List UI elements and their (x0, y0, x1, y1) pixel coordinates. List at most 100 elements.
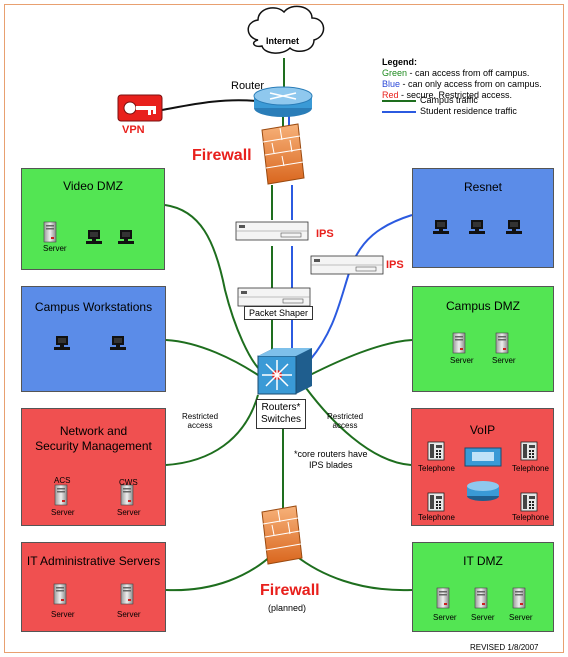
zone-network-security-management: Network and Security Management (21, 408, 166, 526)
restricted-left-line1: Restricted (182, 412, 219, 421)
routers-switches-label: Routers* Switches (256, 399, 307, 429)
legend-title: Legend: (382, 57, 417, 67)
zone-title: Campus Workstations (34, 300, 153, 314)
workstation-icon (54, 336, 70, 350)
workstation-icon (433, 220, 449, 234)
zone-it-dmz: IT DMZ (412, 542, 554, 632)
legend-red-word: Red (382, 90, 399, 100)
zone-it-admin-servers: IT Administrative Servers (21, 542, 166, 632)
telephone-label: Telephone (512, 464, 549, 473)
telephone-icon (427, 492, 445, 512)
workstation-icon (469, 220, 485, 234)
restricted-left-line2: access (187, 421, 213, 430)
firewall-top-label: Firewall (192, 147, 252, 164)
zone-campus-workstations: Campus Workstations (21, 286, 166, 392)
server-label: Server (51, 508, 75, 517)
server-label: Server (450, 356, 474, 365)
server-icon (474, 587, 488, 609)
internet-label: Internet (266, 36, 300, 46)
restricted-access-left: Restricted access (182, 412, 218, 430)
server-icon (452, 332, 466, 354)
legend-blue-desc: - can only access from on campus. (400, 79, 542, 89)
zone-resnet: Resnet (412, 168, 554, 268)
zone-title: Campus DMZ (445, 299, 520, 313)
ips-label-2: IPS (386, 259, 404, 271)
router-label: Router (231, 80, 265, 92)
diagram-frame (4, 4, 564, 653)
legend-blue-word: Blue (382, 79, 401, 89)
note-line1: *core routers have (294, 449, 368, 459)
server-icon (43, 221, 57, 243)
zone-title: IT DMZ (463, 554, 503, 568)
workstation-icon (506, 220, 522, 234)
voip-router-icon (467, 481, 499, 501)
core-routers-note: *core routers have IPS blades (294, 449, 368, 471)
server-label: Server (43, 244, 67, 253)
zone-title: IT Administrative Servers (26, 554, 161, 568)
server-label: Server (117, 610, 141, 619)
legend-green: Green - can access from off campus. (382, 68, 542, 79)
server-icon (512, 587, 526, 609)
ips-appliance-1 (235, 221, 309, 241)
packet-shaper-label: Packet Shaper (244, 306, 314, 320)
server-icon (495, 332, 509, 354)
firewall-bottom-icon (261, 505, 303, 565)
link-netsec (165, 394, 259, 466)
telephone-icon (520, 492, 538, 512)
workstation-icon (118, 230, 134, 244)
link-itadmin (165, 554, 273, 592)
zone-title-line2: Security Management (35, 439, 152, 453)
firewall-top-icon (261, 123, 305, 185)
link-itdmz (294, 554, 413, 592)
link-workstations (165, 339, 259, 376)
vpn-label: VPN (122, 124, 145, 136)
telephone-label: Telephone (418, 513, 455, 522)
restricted-right-line1: Restricted (327, 412, 364, 421)
zone-title: Video DMZ (63, 179, 123, 193)
legend-red-desc: - secure. Restricted access. (398, 90, 513, 100)
server-icon (53, 583, 67, 605)
cws-label: CWS (119, 478, 138, 487)
revised-date: REVISED 1/8/2007 (470, 643, 539, 652)
server-label: Server (471, 613, 495, 622)
zone-video-dmz: Video DMZ (21, 168, 165, 270)
acs-server-icon (54, 484, 68, 506)
router-icon (253, 86, 313, 117)
routers-label: Routers* (261, 402, 301, 413)
restricted-right-line2: access (332, 421, 358, 430)
restricted-access-right: Restricted access (327, 412, 363, 430)
server-icon (120, 583, 134, 605)
link-video-dmz (164, 204, 261, 371)
workstation-icon (110, 336, 126, 350)
core-switch-icon (257, 348, 312, 395)
telephone-label: Telephone (512, 513, 549, 522)
workstation-icon (86, 230, 102, 244)
server-label: Server (492, 356, 516, 365)
server-label: Server (51, 610, 75, 619)
legend-blue: Blue - can only access from on campus. (382, 79, 542, 90)
legend-student-traffic: Student residence traffic (420, 106, 517, 116)
packet-shaper-appliance (237, 287, 311, 307)
server-icon (436, 587, 450, 609)
vpn-key-icon (117, 94, 163, 122)
link-vpn-router (161, 99, 257, 111)
ips-label-1: IPS (316, 228, 334, 240)
telephone-label: Telephone (418, 464, 455, 473)
acs-label: ACS (54, 476, 71, 485)
zone-title-line1: Network and (59, 424, 128, 438)
legend-red: Red - secure. Restricted access. (382, 90, 542, 101)
voip-gateway-icon (464, 447, 502, 467)
planned-label: (planned) (268, 603, 307, 613)
legend: Legend: Green - can access from off camp… (382, 57, 542, 101)
legend-green-desc: - can access from off campus. (407, 68, 530, 78)
legend-campus-traffic: Campus traffic (420, 95, 478, 105)
zone-title: VoIP (469, 423, 496, 437)
telephone-icon (520, 441, 538, 461)
server-label: Server (117, 508, 141, 517)
server-label: Server (433, 613, 457, 622)
cws-server-icon (120, 484, 134, 506)
ips-appliance-2 (310, 255, 384, 275)
server-label: Server (509, 613, 533, 622)
